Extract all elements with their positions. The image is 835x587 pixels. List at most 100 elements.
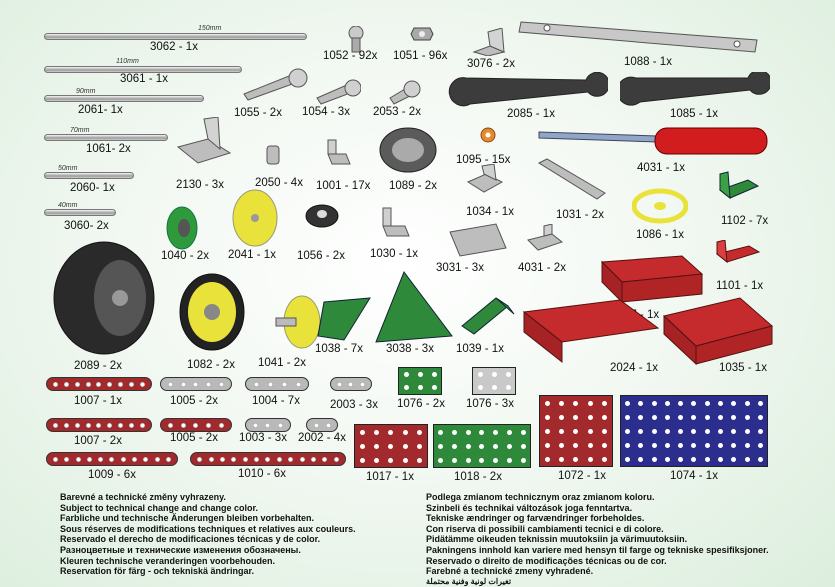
strip-1007b (46, 418, 152, 432)
note-line: Farebné a technické zmeny vyhradené. (426, 566, 594, 577)
spacer-2050-icon (266, 145, 280, 165)
part-label-1102: 1102 - 7x (721, 215, 769, 227)
plate-1017 (354, 424, 428, 468)
part-label-1076b: 1076 - 3x (466, 398, 514, 410)
axle-110mm (44, 66, 242, 73)
screw-1055-icon (243, 68, 308, 101)
part-label-1086: 1086 - 1x (636, 229, 684, 241)
note-line: Tekniske ændringer og farvændringer forb… (426, 513, 645, 524)
part-label-3060: 3060- 2x (64, 220, 109, 232)
part-label-1005b: 1005 - 2x (170, 432, 218, 444)
part-label-1004: 1004 - 7x (252, 395, 300, 407)
steering-wheel-1086-icon (632, 188, 688, 224)
note-line: Sous réserves de modifications technique… (60, 523, 356, 534)
angle-1001-icon (327, 139, 351, 165)
part-label-1009: 1009 - 6x (88, 469, 136, 481)
note-line: Pidätämme oikeuden teknissin muutoksiin … (426, 534, 688, 545)
part-label-1051: 1051 - 96x (393, 50, 448, 62)
part-label-3062: 3062 - 1x (150, 41, 198, 53)
wrench-2085-icon (448, 72, 608, 107)
axle-70mm (44, 134, 168, 141)
note-line: Szinbeli és technikai változások joga fe… (426, 502, 633, 513)
plate-1076-grey (472, 367, 516, 395)
part-label-1052: 1052 - 92x (323, 50, 378, 62)
part-label-1076a: 1076 - 2x (397, 398, 445, 410)
note-line: Subject to technical change and change c… (60, 502, 259, 513)
note-line: Reservation för färg - och tekniskä ändr… (60, 566, 255, 577)
axle-50mm-size: 50mm (58, 165, 78, 172)
part-label-2089: 2089 - 2x (74, 360, 122, 372)
part-label-1017: 1017 - 1x (366, 471, 414, 483)
axle-150mm-size: 150mm (198, 25, 222, 32)
nut-1051-icon (410, 27, 434, 41)
strip-1005b (160, 418, 232, 432)
axle-50mm (44, 172, 134, 179)
strip-1009 (46, 452, 178, 466)
part-label-2085: 2085 - 1x (507, 108, 555, 120)
part-label-3061: 3061 - 1x (120, 73, 168, 85)
axle-110mm-size: 110mm (116, 58, 139, 65)
part-label-2050: 2050 - 4x (255, 177, 303, 189)
part-label-1034: 1034 - 1x (466, 206, 514, 218)
note-line: Kleuren technische veranderingen voorbeh… (60, 555, 276, 566)
part-label-1054: 1054 - 3x (302, 106, 350, 118)
strip-1007 (46, 377, 152, 391)
axle-90mm (44, 95, 204, 102)
part-label-1041: 1041 - 2x (258, 357, 306, 369)
wheel-2089-icon (53, 241, 155, 355)
part-label-3031: 3031 - 3x (436, 262, 484, 274)
part-label-1039: 1039 - 1x (456, 343, 504, 355)
bracket-1034-icon (466, 164, 504, 193)
part-label-1003: 1003 - 3x (239, 432, 287, 444)
part-label-2053: 2053 - 2x (373, 106, 421, 118)
flanged-plate-1035-icon (662, 297, 774, 366)
part-label-1055: 1055 - 2x (234, 107, 282, 119)
plate-3031-icon (449, 223, 507, 257)
part-label-2061: 2061- 1x (78, 104, 123, 116)
bracket-2130-icon (176, 117, 232, 164)
wheel-2041-icon (232, 189, 278, 247)
note-line: Barevné a technické změny vyhrazeny. (60, 492, 226, 502)
bracket-1102-icon (718, 171, 760, 200)
note-line: Con riserva di possibili cambiamenti tec… (426, 523, 664, 534)
plate-1076-green (398, 367, 442, 395)
part-label-1010: 1010 - 6x (238, 468, 286, 480)
notes-left: Barevné a technické změny vyhrazeny. Sub… (60, 492, 356, 577)
note-line: تغيرات لونية وفنية محتملة (426, 576, 512, 586)
strip-1004 (245, 377, 309, 391)
hub-1056-icon (305, 204, 339, 228)
part-label-2003: 2003 - 3x (330, 399, 378, 411)
part-label-1040: 1040 - 2x (161, 250, 209, 262)
bracket-3076-icon (472, 28, 506, 56)
part-label-2130: 2130 - 3x (176, 179, 224, 191)
strip-2002 (306, 418, 338, 432)
triangle-plate-1038-icon (317, 297, 371, 341)
screw-1052-icon (348, 26, 364, 53)
screw-1054-icon (316, 79, 361, 105)
plate-1072 (539, 395, 613, 467)
tyre-1089-icon (379, 127, 437, 173)
bracket-1030-icon (382, 207, 410, 237)
bracket-4031-icon (527, 224, 564, 251)
part-label-1018: 1018 - 2x (454, 471, 502, 483)
strip-1003 (245, 418, 291, 432)
plate-1018 (433, 424, 531, 468)
note-line: Pakningens innhold kan variere med hensy… (426, 544, 769, 555)
part-label-2002: 2002 - 4x (298, 432, 346, 444)
part-label-1038: 1038 - 7x (315, 343, 363, 355)
part-label-4031b: 4031 - 2x (518, 262, 566, 274)
part-label-2041: 2041 - 1x (228, 249, 276, 261)
part-label-1095: 1095 - 15x (456, 154, 511, 166)
part-label-1085: 1085 - 1x (670, 108, 718, 120)
strip-1005 (160, 377, 232, 391)
part-label-3076: 3076 - 2x (467, 58, 515, 70)
note-line: Reservado o direito de modificações técn… (426, 555, 667, 566)
part-label-2060: 2060- 1x (70, 182, 115, 194)
note-line: Разноцветные и технические изменения обо… (60, 544, 301, 555)
part-label-1001: 1001 - 17x (316, 180, 371, 192)
part-label-2024: 2024 - 1x (610, 362, 658, 374)
notes-right: Podlega zmianom technicznym oraz zmianom… (426, 492, 769, 587)
flanged-plate-2024-icon (522, 299, 660, 364)
pulley-1040-icon (166, 206, 198, 250)
triangle-plate-3038-icon (375, 270, 453, 343)
